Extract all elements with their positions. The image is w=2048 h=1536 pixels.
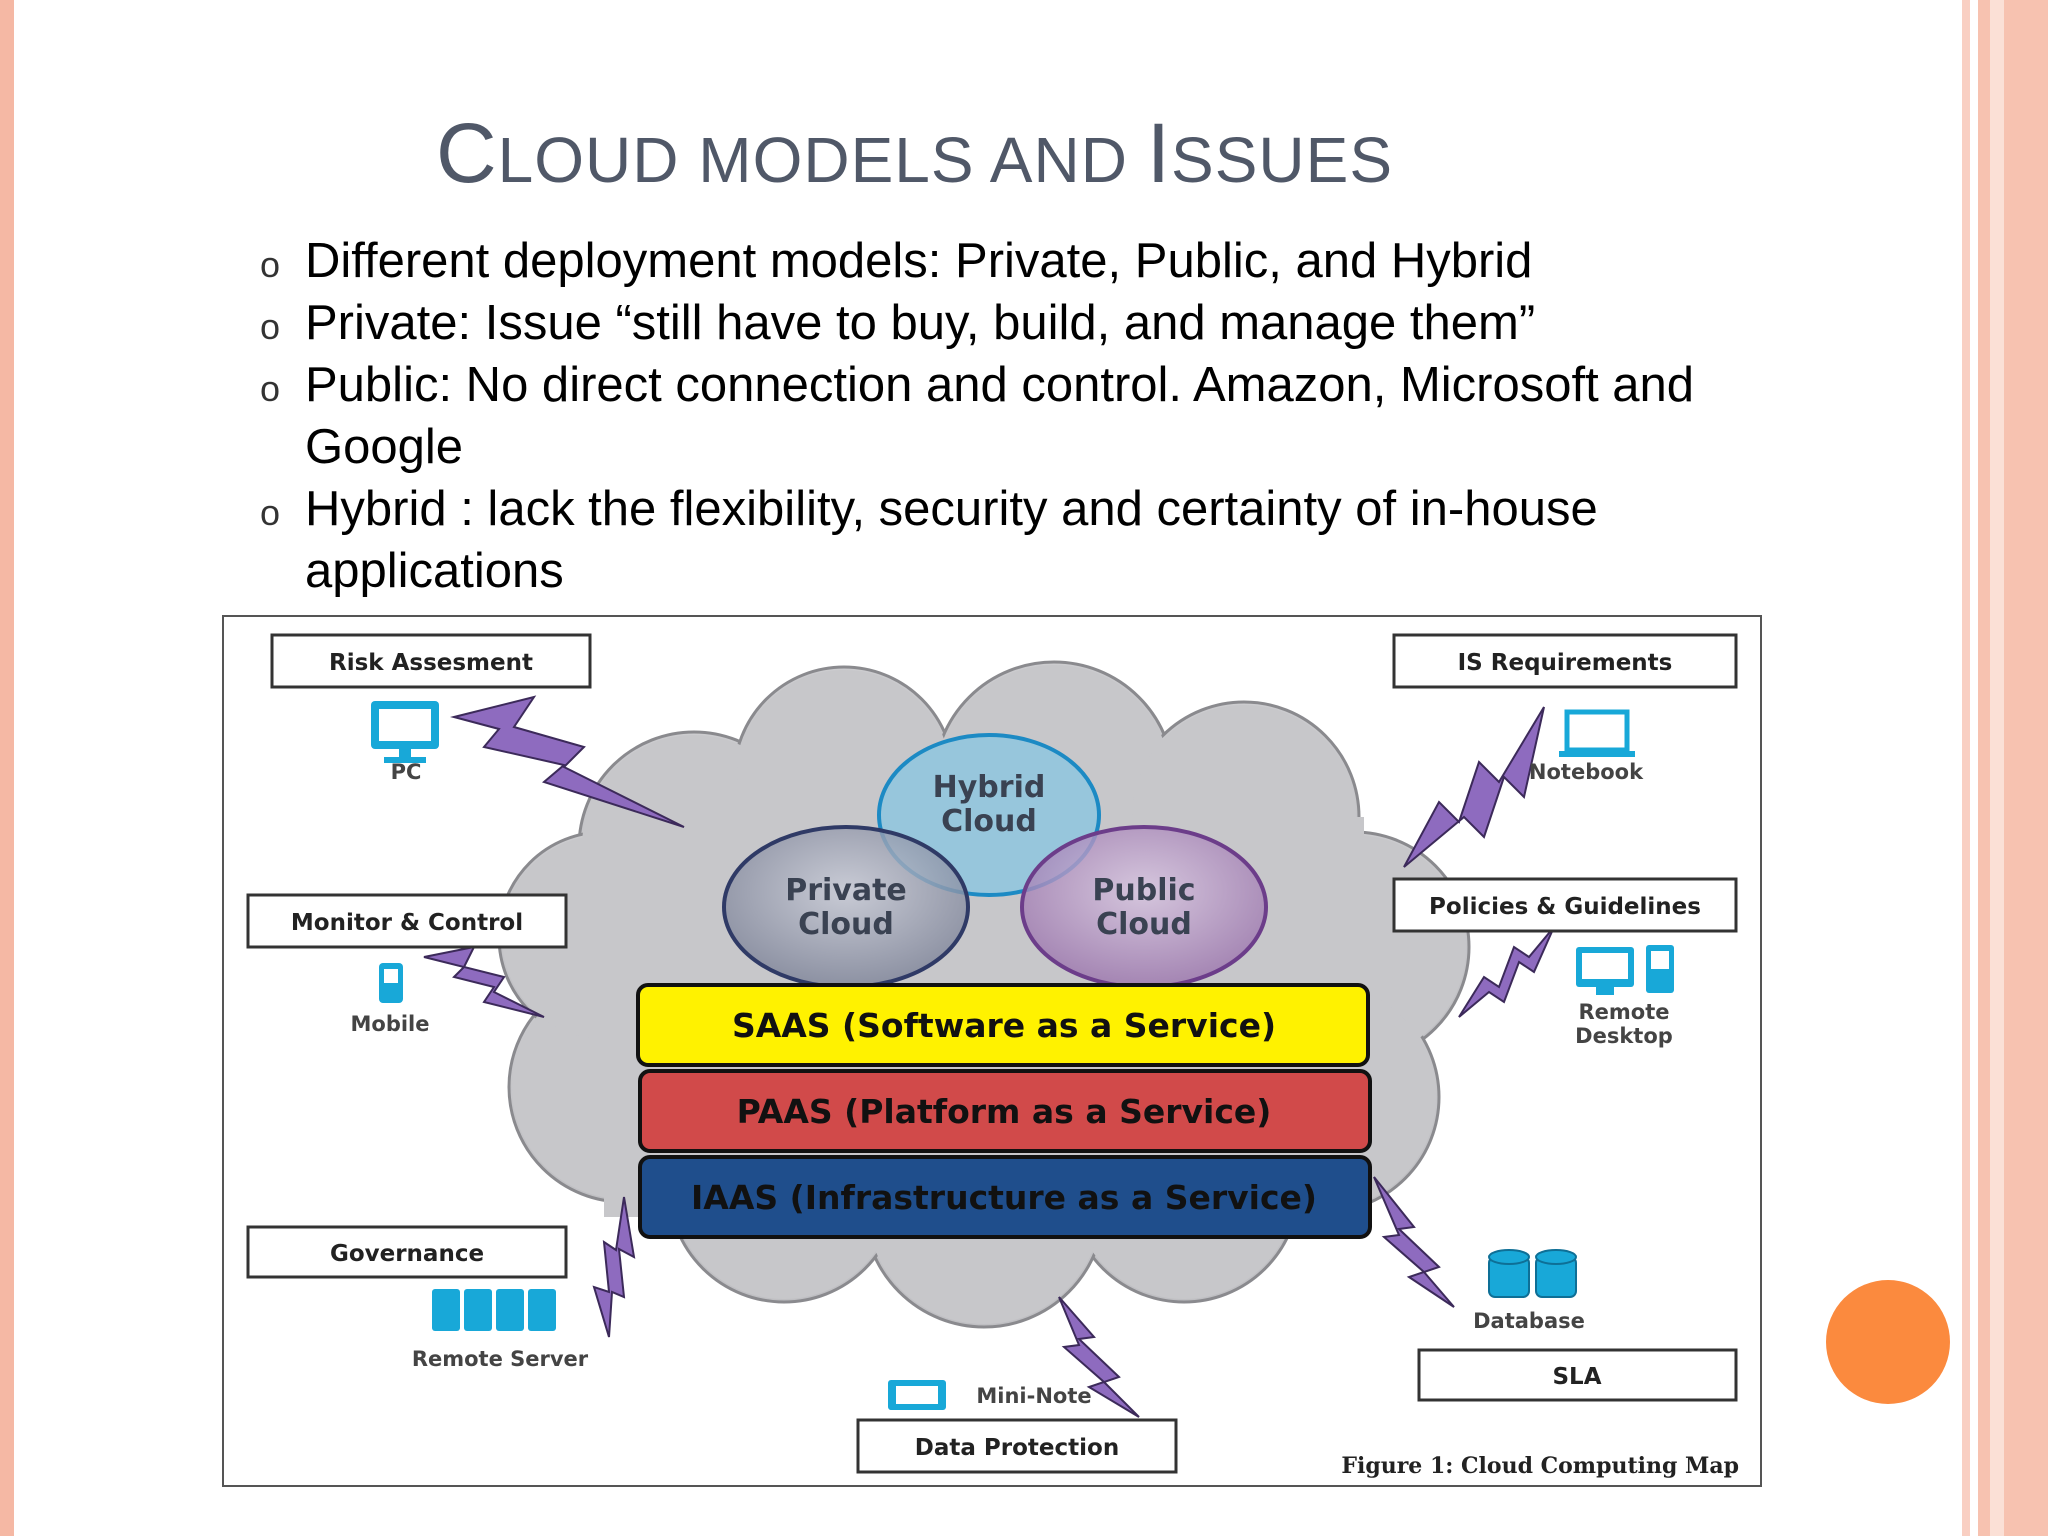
- bullet-icon: o: [260, 492, 281, 533]
- data-protection-box: [856, 1418, 1178, 1474]
- bolt-remote-server-icon: [592, 1196, 636, 1338]
- iaas-layer: [638, 1155, 1372, 1239]
- paas-layer: [638, 1069, 1372, 1153]
- mini-note-label: Mini-Note: [976, 1384, 1091, 1408]
- mobile-icon: [379, 963, 403, 1003]
- bullet-icon: o: [260, 244, 281, 285]
- public-cloud-label-1: Public: [1092, 873, 1195, 908]
- pc-icon: [371, 701, 439, 763]
- sla-box: [1417, 1348, 1738, 1402]
- bullet-icon: o: [260, 306, 281, 347]
- iaas-label: IAAS (Infrastructure as a Service): [691, 1178, 1317, 1217]
- bolt-notebook-icon: [1403, 706, 1545, 868]
- database-icon: [1488, 1249, 1577, 1298]
- notebook-icon: [1559, 709, 1635, 757]
- public-cloud-label-2: Cloud: [1096, 907, 1192, 942]
- bullet-icon: o: [260, 368, 281, 409]
- title-cap-i: I: [1146, 106, 1172, 200]
- data-protection-label: Data Protection: [915, 1435, 1119, 1461]
- bolt-mini-note-icon: [1058, 1296, 1140, 1418]
- remote-server-icon: [432, 1289, 556, 1331]
- saas-label: SAAS (Software as a Service): [732, 1006, 1276, 1045]
- notebook-label: Notebook: [1529, 760, 1644, 784]
- governance-box: [246, 1225, 568, 1279]
- bullet-list: o Different deployment models: Private, P…: [260, 230, 1820, 602]
- title-part-1: LOUD MODELS AND: [497, 124, 1147, 196]
- bolt-mobile-icon: [423, 945, 545, 1018]
- private-cloud-label-1: Private: [785, 873, 907, 908]
- pc-label: PC: [391, 760, 422, 784]
- slide-frame-right-outer: [1978, 0, 2048, 1536]
- database-label: Database: [1473, 1309, 1585, 1333]
- is-requirements-label: IS Requirements: [1458, 650, 1673, 676]
- diagram-canvas: Hybrid Cloud Private Cloud Public Cloud …: [246, 633, 1739, 1479]
- mini-note-icon: [888, 1380, 946, 1410]
- mobile-label: Mobile: [351, 1012, 430, 1036]
- sla-label: SLA: [1552, 1364, 1601, 1390]
- bullet-item: o Hybrid : lack the flexibility, security…: [260, 478, 1820, 602]
- private-cloud-label-2: Cloud: [798, 907, 894, 942]
- bolt-pc-icon: [450, 695, 685, 828]
- remote-desktop-label-2: Desktop: [1575, 1024, 1673, 1048]
- remote-desktop-label-1: Remote: [1578, 1000, 1669, 1024]
- slide-frame-left: [0, 0, 14, 1536]
- bolt-remote-desktop-icon: [1458, 926, 1555, 1018]
- remote-desktop-icon: [1576, 945, 1674, 995]
- governance-label: Governance: [330, 1241, 484, 1267]
- bullet-item: o Public: No direct connection and contro…: [260, 354, 1820, 478]
- policies-guidelines-label: Policies & Guidelines: [1429, 894, 1701, 920]
- bullet-text: Hybrid : lack the flexibility, security …: [305, 482, 1598, 598]
- risk-assessment-box: [270, 633, 592, 689]
- cloud-computing-map-diagram: Hybrid Cloud Private Cloud Public Cloud …: [222, 615, 1762, 1487]
- title-cap-c: C: [436, 106, 498, 200]
- bullet-text: Public: No direct connection and control…: [305, 358, 1695, 474]
- risk-assessment-label: Risk Assesment: [329, 650, 533, 676]
- slide-frame-right-inner: [1962, 0, 1970, 1536]
- hybrid-cloud-label-1: Hybrid: [933, 770, 1046, 805]
- is-requirements-box: [1392, 633, 1738, 689]
- bullet-item: o Private: Issue “still have to buy, buil…: [260, 292, 1820, 354]
- bullet-item: o Different deployment models: Private, P…: [260, 230, 1820, 292]
- remote-server-label: Remote Server: [412, 1347, 589, 1371]
- saas-layer: [636, 983, 1370, 1067]
- hybrid-cloud-label-2: Cloud: [941, 804, 1037, 839]
- slide-title: CLOUD MODELS AND ISSUES: [436, 105, 1393, 202]
- paas-label: PAAS (Platform as a Service): [737, 1092, 1272, 1131]
- decorative-orange-circle: [1826, 1280, 1950, 1404]
- figure-caption: Figure 1: Cloud Computing Map: [1341, 1453, 1739, 1479]
- slide-frame-right-line: [1990, 0, 2004, 1536]
- monitor-control-label: Monitor & Control: [291, 910, 523, 936]
- title-part-2: SSUES: [1171, 124, 1394, 196]
- bullet-text: Different deployment models: Private, Pu…: [305, 234, 1533, 288]
- policies-guidelines-box: [1392, 877, 1738, 933]
- monitor-control-box: [246, 893, 568, 949]
- bullet-text: Private: Issue “still have to buy, build…: [305, 296, 1536, 350]
- bolt-database-icon: [1373, 1176, 1455, 1308]
